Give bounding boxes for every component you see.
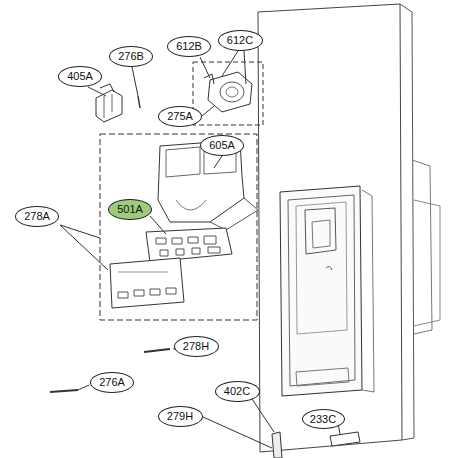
callout-number: 612C	[227, 35, 253, 46]
callout-bubble: 405A	[58, 66, 102, 87]
callout-bubble: 278H	[174, 336, 219, 357]
callout-number: 233C	[310, 414, 336, 425]
callout-bubble: 276B	[109, 46, 153, 67]
callout-bubble: 605A	[200, 135, 244, 156]
callout-number: 612B	[176, 41, 202, 52]
callout-number: 279H	[167, 411, 193, 422]
callout-bubble: 276A	[90, 372, 134, 393]
callout-bubble: 278A	[15, 206, 59, 227]
callout-number: 405A	[67, 71, 93, 82]
callout-bubble: 402C	[215, 381, 260, 402]
callout-number: 605A	[209, 140, 235, 151]
callout-bubble: 612B	[167, 36, 211, 57]
callout-number: 402C	[224, 386, 250, 397]
callout-number: 278A	[24, 211, 50, 222]
callout-number: 275A	[167, 111, 193, 122]
callout-bubble: 275A	[158, 106, 202, 127]
callout-bubble: 612C	[218, 30, 263, 51]
callout-bubble: 233C	[302, 409, 345, 429]
callout-bubble: 279H	[158, 406, 203, 427]
callout-number: 276A	[99, 377, 125, 388]
callout-bubble: 501A	[108, 199, 152, 220]
callout-number: 501A	[117, 204, 143, 215]
callout-number: 278H	[183, 341, 209, 352]
callout-number: 276B	[118, 51, 144, 62]
